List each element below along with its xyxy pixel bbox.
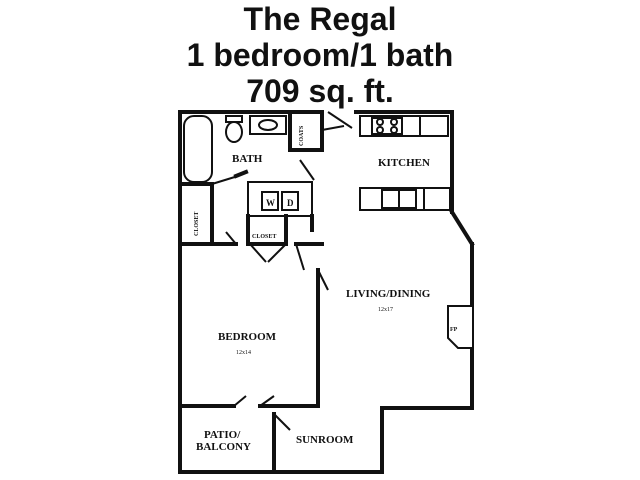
balcony-label: BALCONY <box>196 441 251 453</box>
sunroom-label: SUNROOM <box>296 434 354 446</box>
fireplace-label: FP <box>450 327 458 333</box>
bedroom-dimensions: 12x14 <box>236 350 251 356</box>
bath-label: BATH <box>232 153 263 165</box>
toilet-icon <box>225 121 243 143</box>
living-dining-dimensions: 12x17 <box>378 307 393 313</box>
bathtub-icon <box>183 115 213 183</box>
toilet-tank-icon <box>225 115 243 123</box>
patio-label: PATIO/ <box>204 429 241 441</box>
fireplace <box>447 305 472 349</box>
kitchen-label: KITCHEN <box>378 157 430 169</box>
closet-mid-label: CLOSET <box>252 234 276 240</box>
washer-dryer <box>261 191 299 211</box>
plan-layout: 1 bedroom/1 bath <box>186 37 454 73</box>
plan-name: The Regal <box>243 1 397 37</box>
interior-walls <box>178 110 324 474</box>
exterior-walls <box>178 110 475 474</box>
dryer-icon <box>281 191 299 211</box>
closet-left-label: CLOSET <box>194 212 200 236</box>
coats-label: COATS <box>299 125 305 146</box>
fireplace-icon <box>447 305 472 349</box>
sink-icon <box>258 119 278 131</box>
bedroom-label: BEDROOM <box>218 331 277 343</box>
washer-label: W <box>266 198 275 208</box>
living-dining-label: LIVING/DINING <box>346 288 431 300</box>
bath-fixtures <box>183 115 287 183</box>
washer-icon <box>261 191 279 211</box>
plan-size: 709 sq. ft. <box>246 73 394 109</box>
dryer-label: D <box>287 198 294 208</box>
doors <box>211 111 353 431</box>
kitchen-fixtures <box>359 115 451 211</box>
